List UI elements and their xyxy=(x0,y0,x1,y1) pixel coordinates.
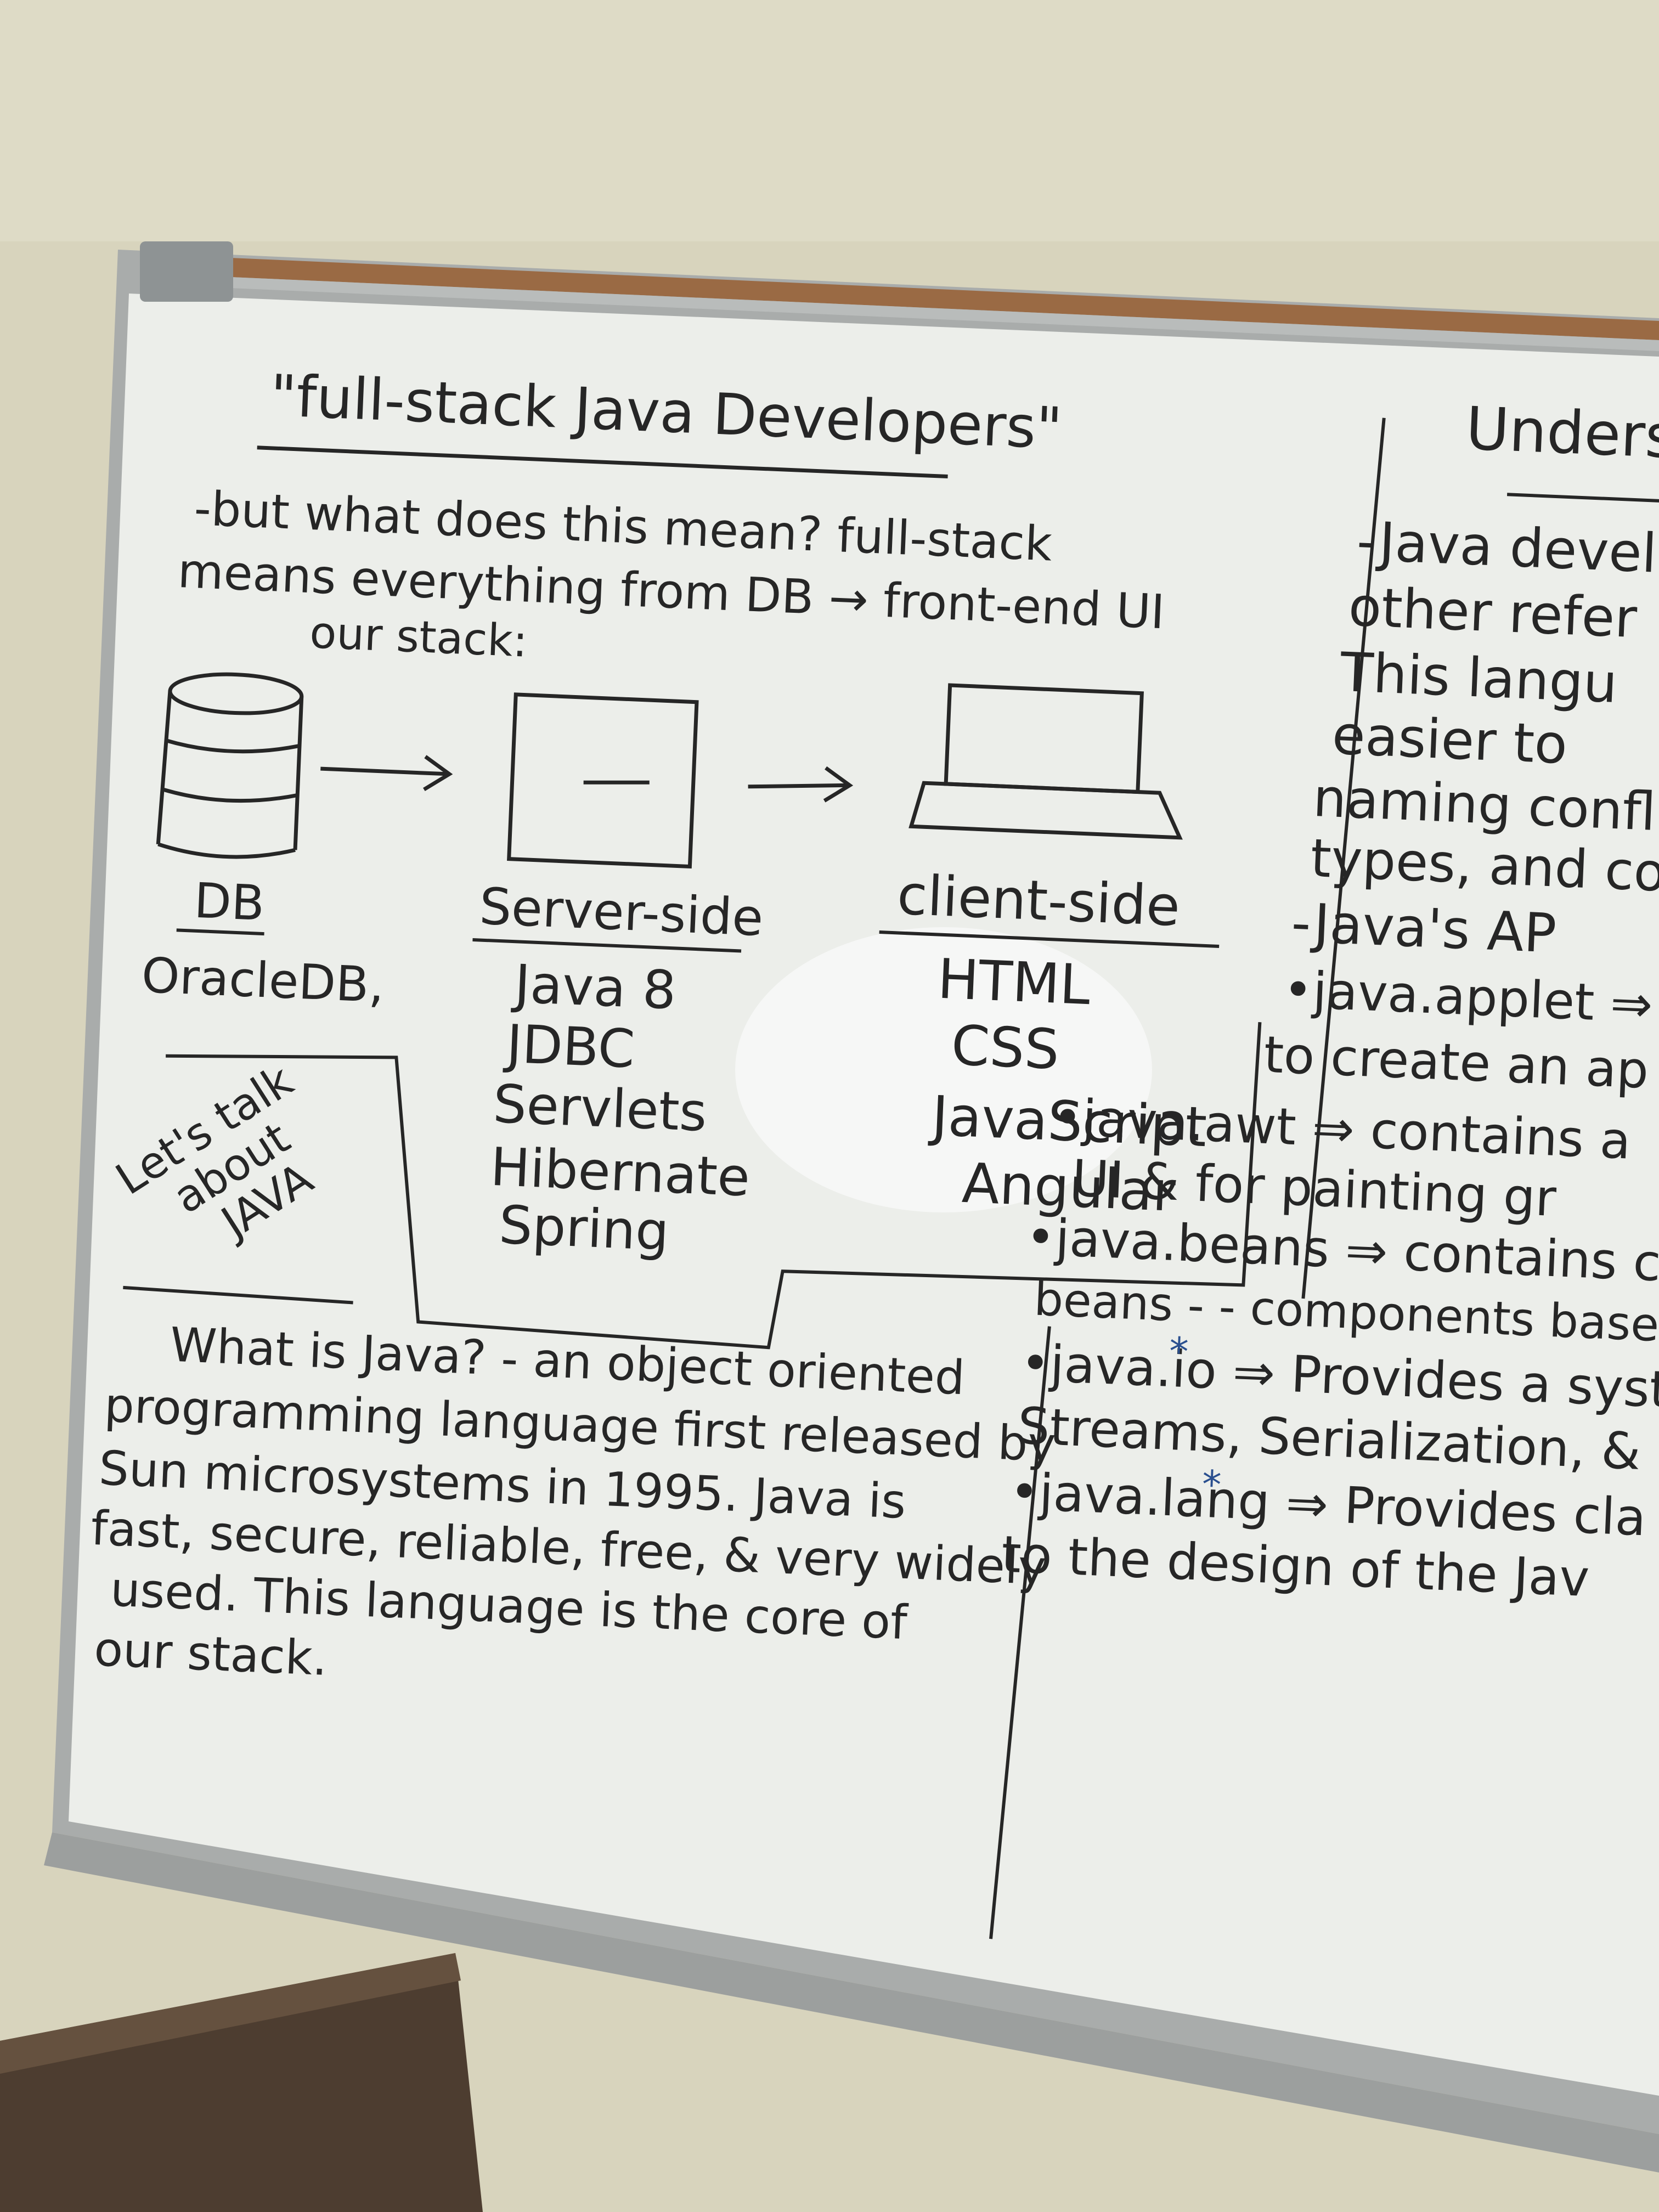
client-item: JavaScript xyxy=(927,1084,1208,1159)
server-item: Servlets xyxy=(492,1073,708,1143)
right-line: This langu xyxy=(1339,641,1618,715)
marker-tray xyxy=(44,1832,1659,2172)
right-line: -Java develo xyxy=(1356,510,1659,586)
server-item: Spring xyxy=(498,1194,670,1263)
client-item: CSS xyxy=(950,1013,1061,1082)
right-line: -Java's AP xyxy=(1290,892,1558,966)
arrow-db-server-head xyxy=(423,755,453,792)
server-heading: Server-side xyxy=(478,877,765,948)
arrow-server-client xyxy=(748,783,847,789)
client-item: Angular xyxy=(961,1151,1177,1224)
arrow-server-client-head xyxy=(823,766,854,803)
section-divider xyxy=(166,1022,1262,1350)
database-icon xyxy=(156,672,304,859)
server-item: JDBC xyxy=(503,1013,636,1080)
desk-edge xyxy=(0,1953,461,2074)
db-item: OracleDB, xyxy=(140,947,385,1013)
laptop-icon xyxy=(909,683,1183,840)
db-underline xyxy=(176,928,264,936)
server-icon xyxy=(507,692,699,869)
client-heading: client-side xyxy=(896,862,1181,938)
blue-asterisk-mark: * xyxy=(1168,1329,1189,1374)
right-line: naming confli xyxy=(1312,767,1659,843)
board-glare xyxy=(735,927,1152,1212)
right-line: other refer xyxy=(1347,575,1639,650)
right-line: types, and co xyxy=(1310,827,1659,904)
intro-line-3: our stack: xyxy=(309,607,529,667)
title-underline xyxy=(257,445,948,479)
java-line: our stack. xyxy=(93,1622,329,1686)
client-underline xyxy=(879,930,1220,948)
client-item: HTML xyxy=(936,947,1092,1018)
panel-divider-upper xyxy=(1301,417,1386,1299)
cork-rail xyxy=(230,277,1659,351)
db-heading: DB xyxy=(193,872,266,932)
server-item: Java 8 xyxy=(511,953,678,1021)
arrow-db-server xyxy=(320,766,447,776)
right-line: easier to xyxy=(1331,704,1568,776)
blue-asterisk-mark: * xyxy=(1201,1462,1222,1508)
note-underline xyxy=(123,1285,353,1305)
right-title-underline xyxy=(1506,493,1659,504)
wall-light xyxy=(0,0,1659,241)
panel-divider-lower xyxy=(989,1326,1051,1939)
right-title: Underst xyxy=(1464,394,1659,473)
cork-strip xyxy=(230,258,1659,340)
server-item: Hibernate xyxy=(489,1136,751,1209)
server-underline xyxy=(472,938,742,953)
board-clip xyxy=(140,241,233,302)
